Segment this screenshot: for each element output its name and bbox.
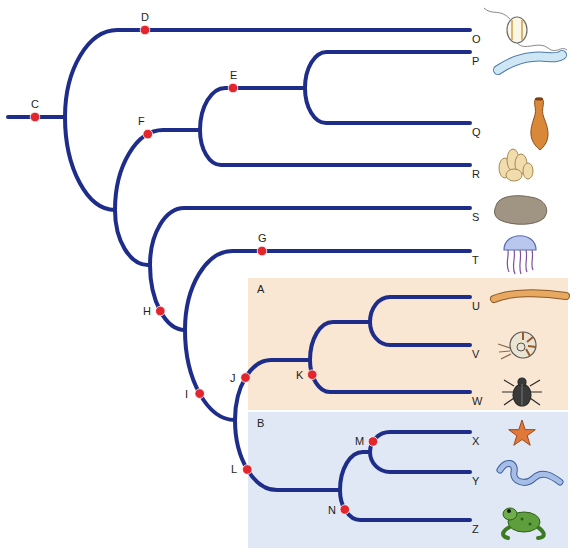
tree-branch [65, 30, 470, 117]
tentacles [507, 250, 533, 274]
lobe [506, 169, 522, 181]
tree-branch [305, 52, 470, 88]
node-dot [156, 306, 166, 316]
node-letter: I [185, 388, 188, 400]
node-dot [195, 389, 205, 399]
node-letter: C [31, 98, 39, 110]
head [503, 508, 517, 520]
tree-branch [115, 130, 200, 210]
taxon-letter: Z [472, 523, 479, 535]
node-letter: G [258, 232, 267, 244]
node-dot [243, 465, 253, 475]
tree-branch [65, 117, 115, 210]
taxon-letter: R [472, 168, 480, 180]
worm-p [498, 55, 562, 70]
tree-branch [115, 210, 150, 265]
node-letter: F [138, 115, 145, 127]
taxon-letter: T [472, 254, 479, 266]
taxon-letter: S [472, 211, 479, 223]
clade-letter: B [257, 417, 264, 430]
tree-branch [305, 88, 470, 123]
clade-letter: A [257, 283, 264, 296]
comb-rows [512, 20, 522, 40]
comb-jelly [484, 8, 567, 51]
body [513, 384, 531, 406]
tree-branch [150, 265, 185, 330]
node-letter: E [230, 69, 237, 81]
shell [510, 332, 536, 358]
node-letter: H [143, 305, 151, 317]
taxon-letter: W [472, 395, 482, 407]
beetle [502, 378, 542, 406]
node-dot [228, 83, 238, 93]
node-letter: D [141, 11, 149, 23]
opening [535, 97, 543, 100]
bell [504, 236, 536, 250]
node-letter: M [355, 435, 364, 447]
placozoan [495, 196, 547, 225]
taxon-letter: V [472, 348, 479, 360]
sponge-cluster [499, 149, 533, 181]
wing-line [522, 384, 523, 405]
body [531, 98, 548, 150]
node-dot [257, 246, 267, 256]
tree-branch [200, 130, 470, 165]
node-dot [340, 505, 350, 515]
taxon-letter: U [472, 300, 480, 312]
node-dot [241, 373, 251, 383]
vase-sponge [531, 97, 548, 150]
body [507, 17, 527, 43]
coil [517, 343, 525, 351]
lobe [523, 163, 533, 179]
node-dot [140, 25, 150, 35]
tree-branch [185, 330, 235, 420]
tree-branch [150, 208, 470, 265]
jellyfish [504, 236, 536, 274]
node-letter: N [328, 504, 336, 516]
taxon-letter: X [472, 435, 479, 447]
taxon-letter: P [472, 55, 479, 67]
tentacle [517, 43, 567, 51]
node-letter: K [296, 369, 303, 381]
node-dot [30, 112, 40, 122]
node-dot [143, 129, 153, 139]
node-letter: L [231, 463, 237, 475]
taxon-letter: Q [472, 126, 481, 138]
body [495, 196, 547, 225]
taxon-letter: Y [472, 475, 479, 487]
node-letter: J [230, 372, 236, 384]
node-dot [368, 437, 378, 447]
spot [521, 518, 524, 521]
outline [498, 55, 562, 70]
tentacle [484, 8, 510, 19]
node-dot [307, 370, 317, 380]
tree-branch [200, 88, 305, 130]
taxon-letter: O [472, 33, 481, 45]
spot [529, 523, 532, 526]
body [498, 55, 562, 70]
eye [507, 509, 511, 513]
